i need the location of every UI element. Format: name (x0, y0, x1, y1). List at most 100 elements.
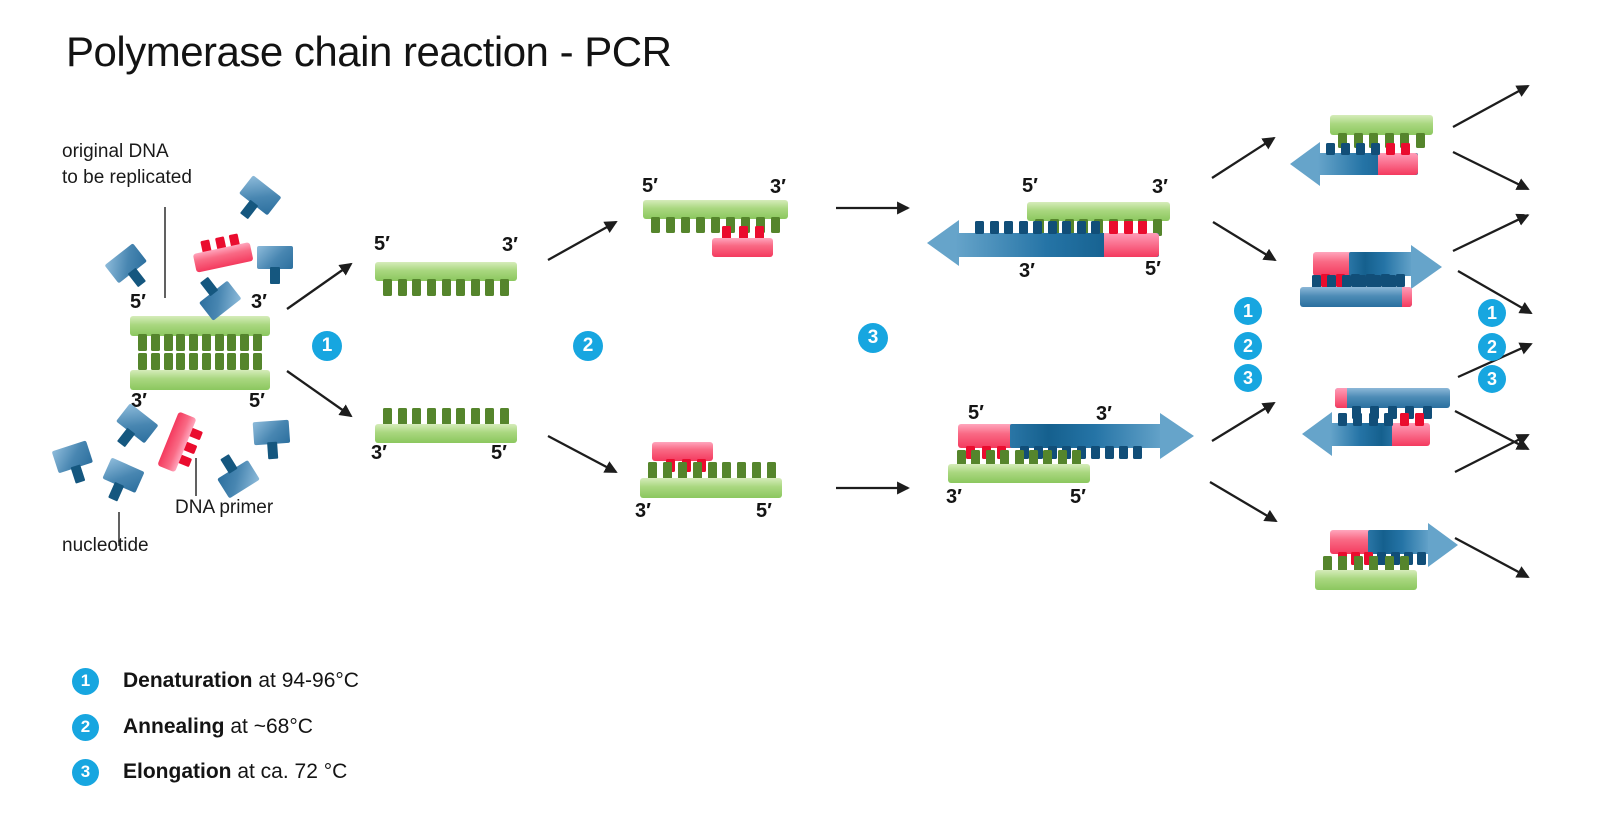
nucleotide-icon (189, 267, 242, 321)
tooth (1416, 552, 1426, 565)
tooth (1336, 274, 1345, 287)
prime-label: 5′ (968, 402, 984, 424)
strand-teeth (383, 279, 509, 296)
tooth (470, 279, 480, 296)
primer-segment (1378, 153, 1418, 175)
tooth (1369, 556, 1379, 571)
template-strand-bar (375, 424, 517, 443)
prime-label: 5′ (1022, 175, 1038, 197)
primer-teeth (1109, 221, 1147, 234)
legend-row-elongation: 3 Elongation at ca. 72 °C (72, 758, 347, 786)
tooth (1405, 406, 1415, 419)
tooth (1396, 274, 1405, 287)
tooth (648, 462, 657, 479)
tooth (412, 279, 422, 296)
tooth (966, 446, 975, 459)
polymerase-arrow-head (1160, 413, 1194, 459)
tooth (756, 217, 765, 233)
strand-teeth (1323, 556, 1409, 571)
nucleotide-label: nucleotide (62, 535, 149, 556)
tooth (1057, 450, 1067, 465)
tooth (771, 217, 780, 233)
tooth (383, 279, 392, 296)
tooth (1377, 552, 1387, 565)
tooth (1062, 221, 1071, 234)
tooth (240, 334, 250, 351)
legend-row-denaturation: 1 Denaturation at 94-96°C (72, 667, 359, 695)
template-strand-bar (375, 262, 517, 281)
tooth (227, 353, 237, 370)
tooth (1386, 143, 1395, 155)
tooth (1423, 406, 1432, 419)
tooth (651, 217, 660, 233)
tooth (214, 334, 224, 351)
flow-arrow (1212, 221, 1277, 262)
prime-label: 5′ (491, 442, 507, 464)
tooth (163, 353, 173, 370)
tooth (1400, 133, 1410, 148)
new-strand-teeth (1338, 413, 1424, 426)
tooth (1123, 221, 1133, 234)
tooth (1327, 275, 1336, 288)
strand-teeth (138, 334, 262, 351)
polymerase-arrow-head (1290, 142, 1320, 186)
tooth (1312, 275, 1321, 288)
legend-step-2-text: Annealing at ~68°C (123, 715, 313, 738)
tooth (1357, 275, 1366, 288)
new-strand-teeth (1321, 274, 1405, 287)
tooth (252, 353, 262, 370)
new-strand-bar (1335, 388, 1450, 408)
template-strand-bar (643, 200, 788, 219)
primer-bar (712, 238, 773, 257)
flow-arrow (1454, 433, 1530, 474)
cycle-step-1-badge: 1 (1234, 297, 1262, 325)
nucleotide-icon (51, 440, 99, 489)
tooth (1323, 556, 1332, 571)
tooth (1020, 446, 1029, 459)
primer-segment (958, 424, 1014, 448)
prime-label: 3′ (371, 442, 387, 464)
tooth (1387, 275, 1396, 288)
tooth (1034, 446, 1044, 459)
tooth (1351, 274, 1360, 287)
primer-segment (1335, 388, 1347, 408)
nucleotide-icon (229, 175, 282, 229)
strand-teeth (957, 450, 1081, 465)
tooth (397, 408, 407, 425)
strand-teeth (651, 217, 780, 233)
tooth (1372, 275, 1381, 288)
flow-arrow (286, 370, 353, 418)
tooth (1338, 413, 1347, 426)
prime-label: 5′ (1070, 486, 1086, 508)
tooth (456, 408, 466, 425)
prime-label: 3′ (635, 500, 651, 522)
tooth (755, 226, 764, 239)
tooth (1371, 143, 1380, 155)
tooth (426, 408, 436, 425)
tooth (722, 462, 732, 479)
nucleotide-icon (208, 446, 260, 499)
cycle-step-1-badge: 1 (1478, 299, 1506, 327)
tooth (1364, 552, 1374, 565)
tooth (1415, 133, 1425, 148)
tooth (1353, 556, 1363, 571)
tooth (752, 462, 762, 479)
template-strand-bar (640, 478, 782, 498)
tooth (201, 353, 211, 370)
tooth (441, 279, 451, 296)
new-strand-body (1368, 530, 1430, 554)
primer-segment (1104, 233, 1159, 257)
tooth (500, 408, 509, 425)
tooth (711, 217, 720, 233)
tooth (1366, 274, 1375, 287)
tooth (1133, 446, 1142, 459)
tooth (1090, 446, 1100, 459)
tooth (1326, 143, 1335, 155)
tooth (1338, 133, 1347, 148)
new-strand-teeth (1312, 275, 1396, 288)
tooth (1401, 143, 1410, 155)
legend-step-2-badge: 2 (72, 713, 99, 741)
tooth (456, 279, 466, 296)
flow-arrow (1454, 409, 1530, 451)
tooth (1014, 450, 1024, 465)
